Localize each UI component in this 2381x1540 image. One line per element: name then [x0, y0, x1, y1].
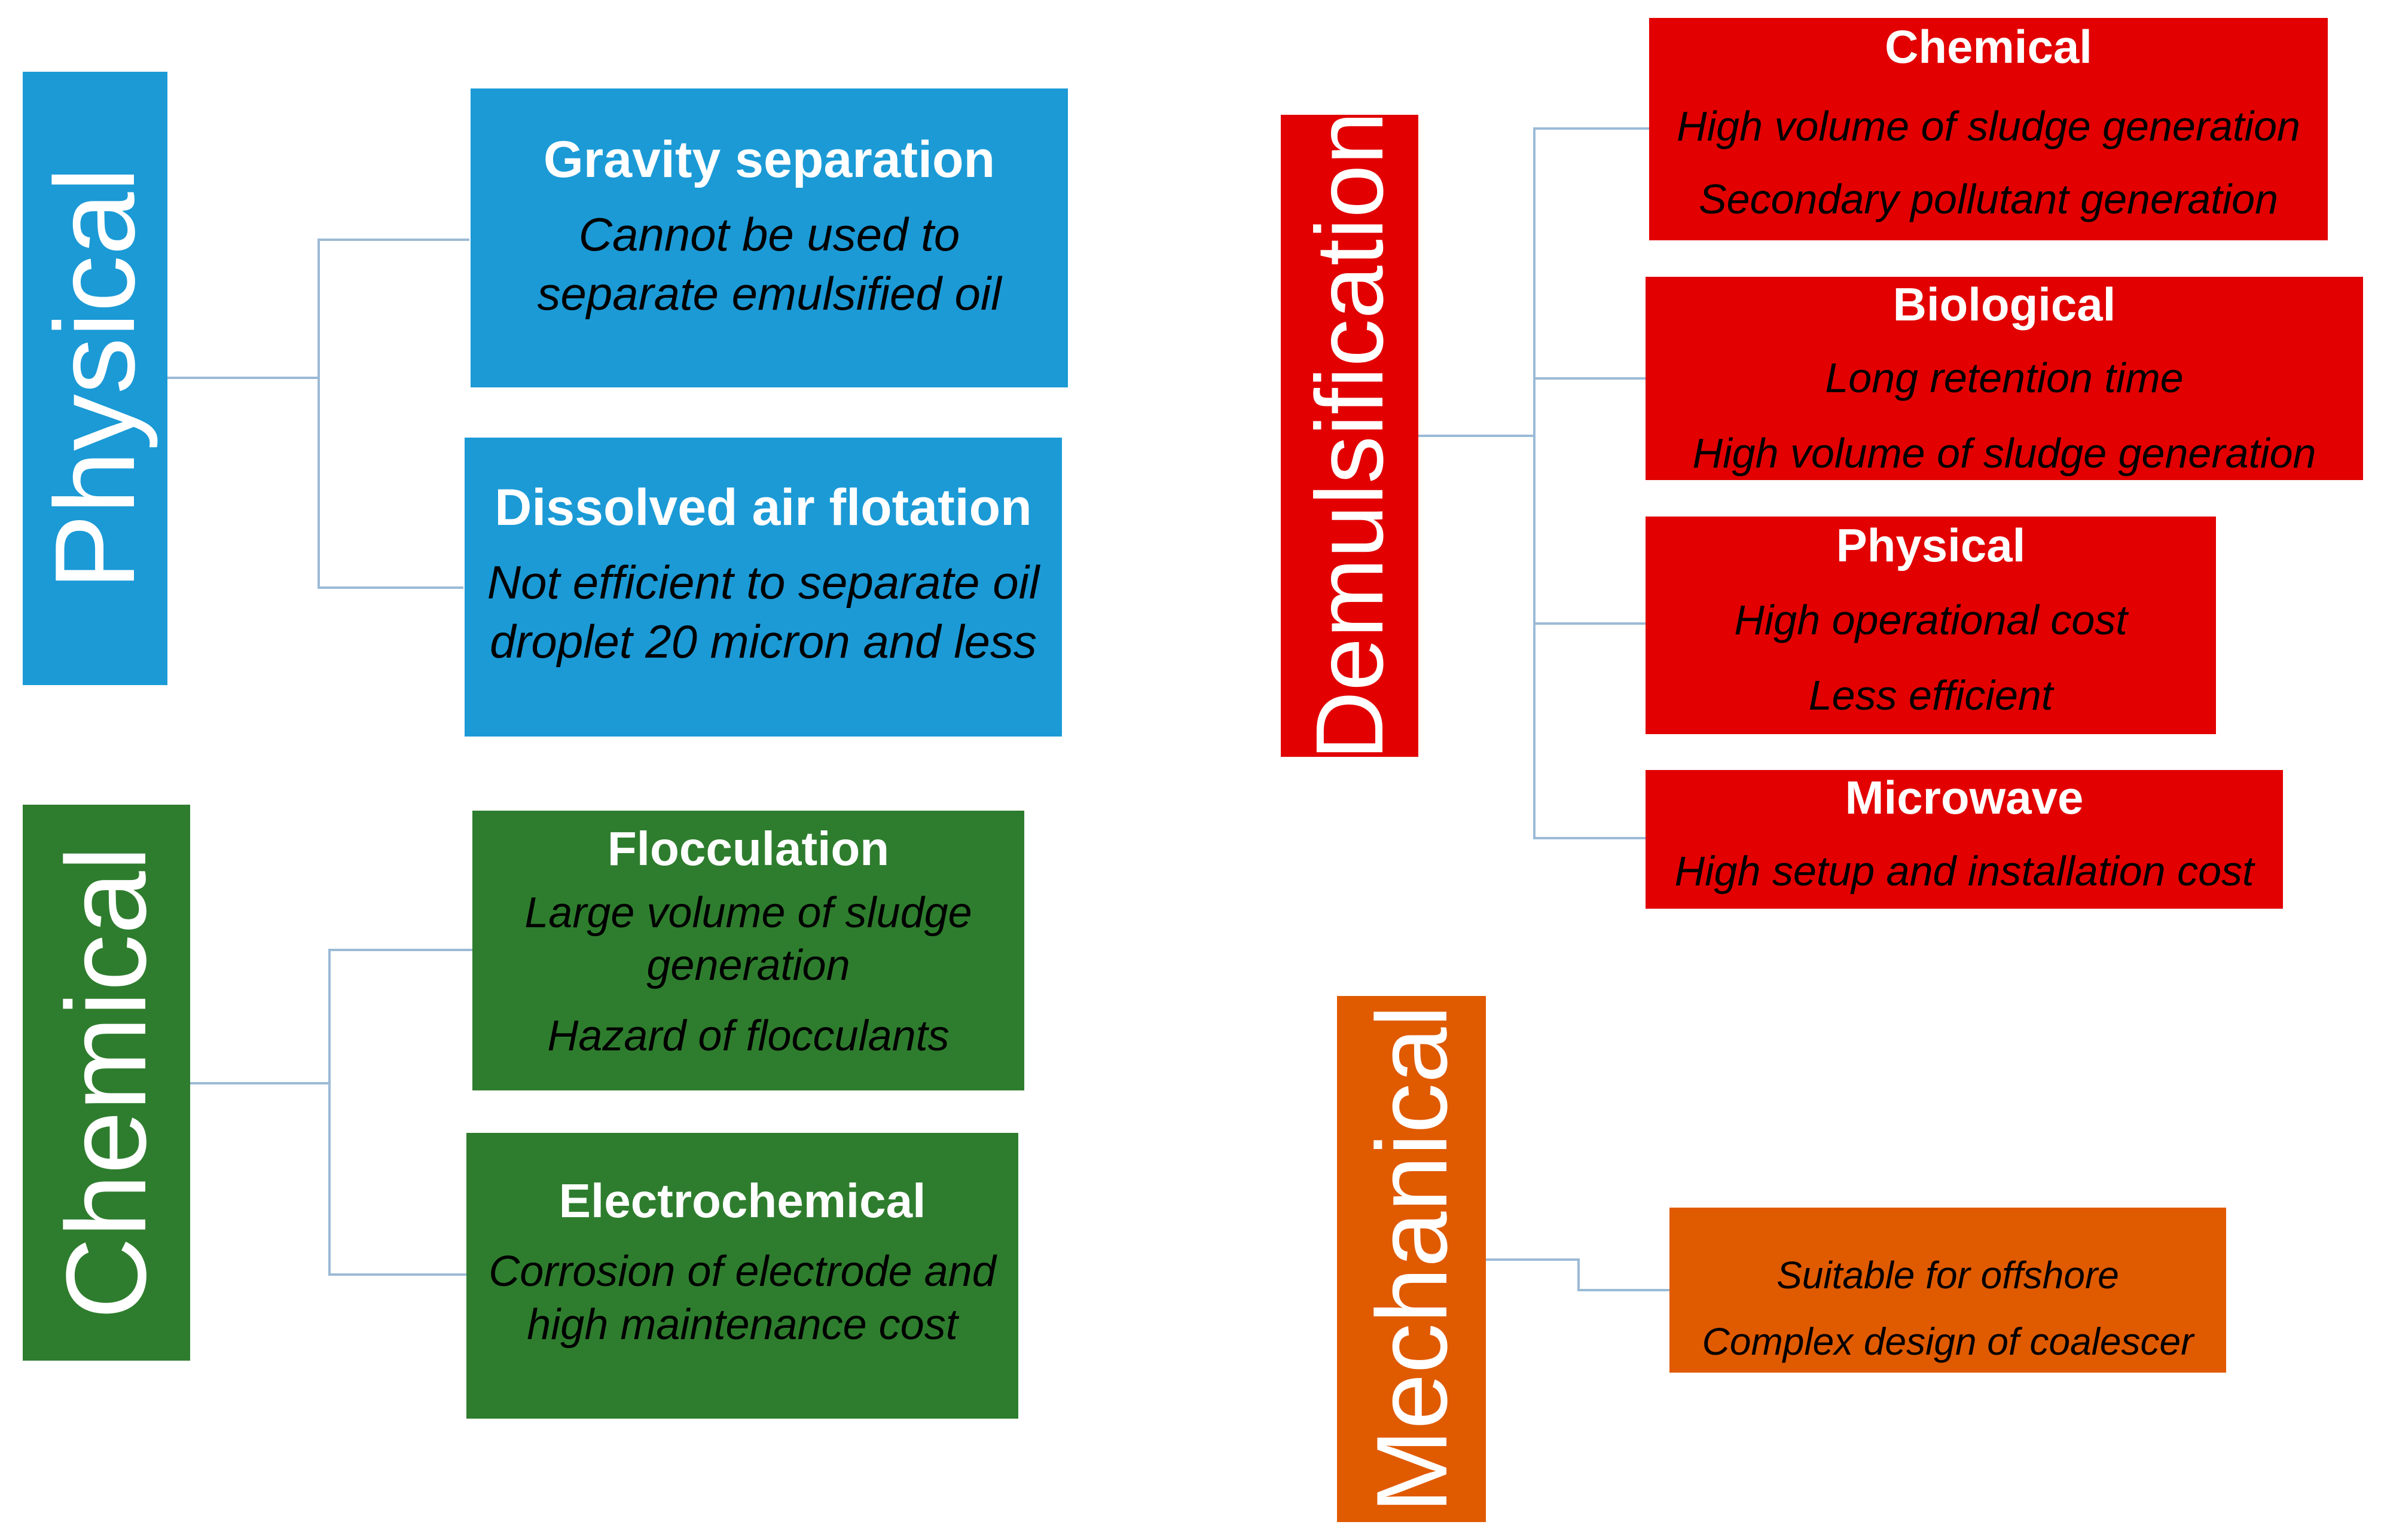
category-physical: Physical: [23, 72, 167, 685]
demulsification-physical-title: Physical: [1836, 519, 2026, 572]
demulsification-microwave-title: Microwave: [1845, 771, 2084, 824]
category-mechanical-label: Mechanical: [1355, 1005, 1468, 1513]
method-electrochemical-line-2: high maintenance cost: [527, 1301, 958, 1349]
category-chemical: Chemical: [23, 805, 190, 1361]
method-flocculation-line-1: Large volume of sludge: [524, 889, 972, 937]
demulsification-biological: Biological Long retention time High volu…: [1646, 277, 2363, 480]
method-flocculation-line-3: Hazard of flocculants: [547, 1012, 950, 1060]
physical-connector-gravity: [167, 239, 469, 379]
demulsification-biological-title: Biological: [1892, 278, 2116, 331]
physical-connectors: [167, 239, 469, 589]
category-demulsification-label: Demulsification: [1296, 111, 1403, 760]
mechanical-coalescer-line-2: Complex design of coalescer: [1702, 1320, 2194, 1364]
method-daf-title: Dissolved air flotation: [494, 479, 1032, 536]
demulsification-connector-microwave: [1533, 624, 1646, 839]
demulsification-physical: Physical High operational cost Less effi…: [1646, 517, 2216, 734]
method-flocculation-title: Flocculation: [607, 822, 890, 875]
demulsification-chemical: Chemical High volume of sludge generatio…: [1649, 18, 2328, 240]
method-gravity-title: Gravity separation: [543, 131, 996, 188]
physical-connector-daf: [318, 378, 463, 589]
method-daf-line-1: Not efficient to separate oil: [487, 555, 1040, 609]
category-demulsification: Demulsification: [1281, 111, 1418, 760]
demulsification-microwave: Microwave High setup and installation co…: [1646, 770, 2283, 909]
demulsification-connector-biological: [1533, 377, 1646, 436]
demulsification-physical-line-1: High operational cost: [1734, 596, 2127, 643]
mechanical-connector-coalescer: [1486, 1258, 1669, 1291]
mechanical-coalescer: Suitable for offshore Complex design of …: [1669, 1208, 2226, 1373]
demulsification-connector-chemical: [1533, 127, 1649, 436]
method-electrochemical-title: Electrochemical: [558, 1174, 926, 1227]
mechanical-coalescer-line-1: Suitable for offshore: [1776, 1254, 2119, 1297]
method-gravity-separation: Gravity separation Cannot be used to sep…: [471, 88, 1068, 387]
method-daf-line-2: droplet 20 micron and less: [490, 615, 1037, 668]
method-electrochemical: Electrochemical Corrosion of electrode a…: [466, 1133, 1018, 1419]
demulsification-physical-line-2: Less efficient: [1808, 671, 2053, 719]
method-dissolved-air-flotation: Dissolved air flotation Not efficient to…: [465, 438, 1062, 737]
demulsification-chemical-line-1: High volume of sludge generation: [1677, 102, 2300, 149]
demulsification-biological-line-2: High volume of sludge generation: [1692, 429, 2316, 476]
demulsification-chemical-title: Chemical: [1885, 20, 2092, 73]
category-chemical-label: Chemical: [43, 846, 170, 1319]
demulsification-connectors: [1418, 127, 1649, 839]
demulsification-chemical-line-2: Secondary pollutant generation: [1698, 175, 2279, 222]
chemical-connector-flocculation: [190, 949, 472, 1084]
demulsification-biological-line-1: Long retention time: [1825, 354, 2184, 401]
method-gravity-line-2: separate emulsified oil: [537, 267, 1002, 320]
category-mechanical: Mechanical: [1337, 996, 1486, 1522]
demulsification-microwave-line-1: High setup and installation cost: [1674, 847, 2254, 894]
method-electrochemical-line-1: Corrosion of electrode and: [489, 1248, 996, 1295]
demulsification-connector-physical: [1533, 436, 1646, 625]
method-gravity-line-1: Cannot be used to: [578, 207, 960, 261]
method-flocculation-line-2: generation: [646, 941, 850, 989]
chemical-connector-electrochemical: [328, 1083, 466, 1276]
chemical-connectors: [190, 949, 472, 1276]
mechanical-connectors: [1486, 1258, 1669, 1291]
category-physical-label: Physical: [32, 167, 158, 590]
method-flocculation: Flocculation Large volume of sludge gene…: [472, 811, 1024, 1090]
